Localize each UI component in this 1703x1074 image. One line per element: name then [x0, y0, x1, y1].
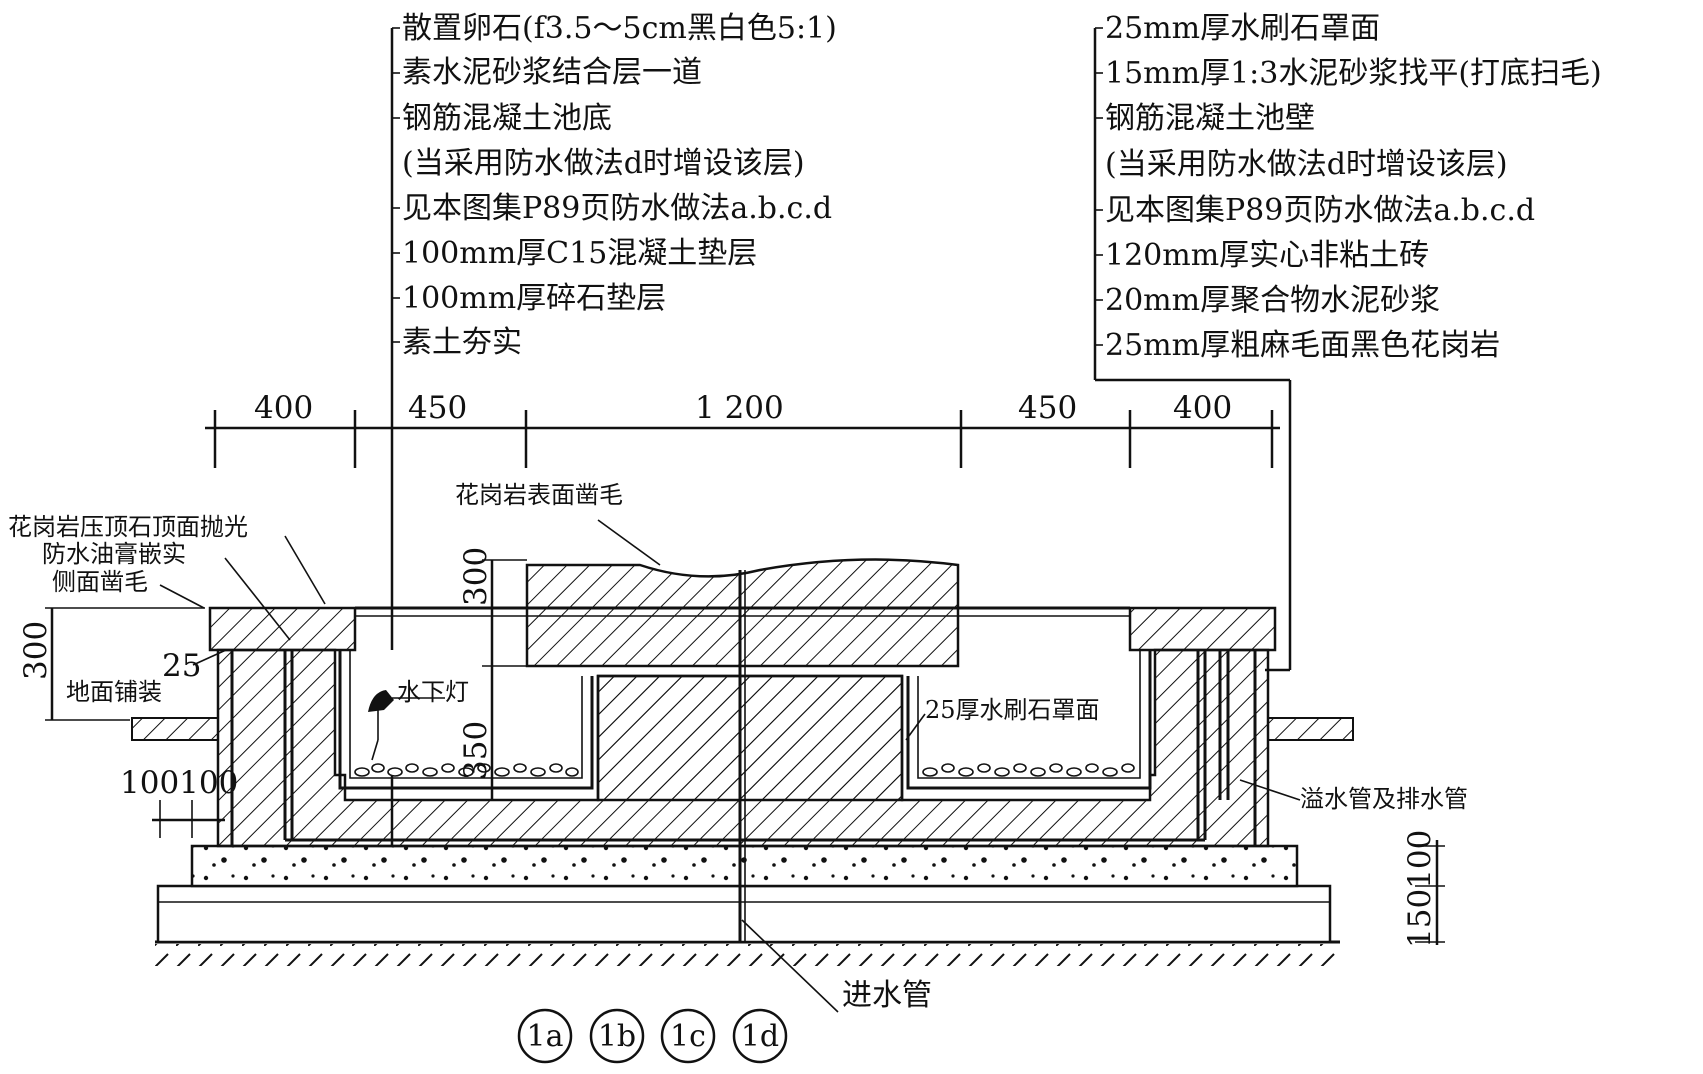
gravel-base-layer — [156, 884, 1332, 944]
dim-base-right: 150100 — [1402, 830, 1438, 948]
overflow-pipe — [1218, 650, 1301, 801]
dim-stone-height: 300 — [458, 547, 494, 606]
left-callout-7: 100mm厚碎石垫层 — [402, 281, 666, 316]
compacted-soil — [155, 940, 1340, 966]
left-small-dimension — [152, 800, 225, 838]
right-callout-list: 25mm厚水刷石罩面 15mm厚1:3水泥砂浆找平(打底扫毛) 钢筋混凝土池壁 … — [1105, 11, 1602, 363]
light-label: 水下灯 — [397, 678, 469, 706]
dim-coping-height: 300 — [18, 621, 54, 680]
detail-tag-1b: 1b — [598, 1019, 636, 1054]
inlet-label: 进水管 — [842, 978, 932, 1013]
callout-ticks — [392, 27, 1103, 346]
right-callout-2: 15mm厚1:3水泥砂浆找平(打底扫毛) — [1105, 56, 1602, 91]
coping-label: 花岗岩压顶石顶面抛光 — [8, 513, 248, 541]
dim-gap: 25 — [162, 648, 201, 684]
paving-label: 地面铺装 — [66, 678, 162, 706]
overflow-label: 溢水管及排水管 — [1300, 785, 1468, 813]
right-callout-leader — [1093, 28, 1292, 672]
dim-4: 450 — [1018, 390, 1077, 426]
granite-surface-label: 花岗岩表面凿毛 — [455, 481, 623, 509]
inlet-leader — [741, 919, 839, 1013]
pool-body — [216, 648, 1270, 848]
top-dimension-line — [205, 410, 1280, 468]
sealant-label: 防水油膏嵌实 — [42, 540, 186, 568]
detail-tag-1a: 1a — [527, 1019, 564, 1054]
side-chisel-label: 侧面凿毛 — [52, 568, 148, 596]
left-callout-list: 散置卵石(f3.5～5cm黑白色5:1) 素水泥砂浆结合层一道 钢筋混凝土池底 … — [402, 11, 837, 360]
right-callout-4: (当采用防水做法d时增设该层) — [1105, 147, 1508, 182]
pebbles-right — [922, 763, 1135, 777]
detail-tags: 1a 1b 1c 1d — [517, 1008, 788, 1064]
detail-tag-1d: 1d — [741, 1019, 779, 1054]
left-callout-4: (当采用防水做法d时增设该层) — [402, 146, 805, 181]
right-base-dimension — [1415, 840, 1445, 945]
terrazzo-label: 25厚水刷石罩面 — [925, 696, 1100, 724]
left-callout-2: 素水泥砂浆结合层一道 — [402, 55, 702, 90]
coping-stone-left — [208, 606, 357, 652]
dim-wall-left: 100100 — [120, 765, 238, 801]
right-callout-1: 25mm厚水刷石罩面 — [1105, 11, 1380, 46]
right-callout-8: 25mm厚粗麻毛面黑色花岗岩 — [1105, 328, 1500, 363]
dim-2: 450 — [408, 390, 467, 426]
detail-tag-1c: 1c — [670, 1019, 706, 1054]
central-granite-stone — [525, 558, 960, 668]
dim-water-depth: 350 — [458, 721, 494, 780]
right-callout-6: 120mm厚实心非粘土砖 — [1105, 238, 1429, 273]
pebbles-left — [354, 763, 579, 777]
detail-tag-1a-circle — [517, 1008, 573, 1064]
ground-paving — [131, 717, 1354, 741]
left-callout-3: 钢筋混凝土池底 — [402, 101, 612, 136]
dim-5: 400 — [1173, 390, 1232, 426]
right-callout-5: 见本图集P89页防水做法a.b.c.d — [1105, 193, 1535, 228]
underwater-light-icon — [368, 690, 394, 761]
detail-tag-1d-circle — [732, 1008, 788, 1064]
stone-height-dimension — [482, 559, 527, 800]
dim-1: 400 — [254, 390, 313, 426]
left-callout-5: 见本图集P89页防水做法a.b.c.d — [402, 191, 832, 226]
detail-tag-1c-circle — [660, 1008, 716, 1064]
detail-tag-1b-circle — [589, 1008, 645, 1064]
left-callout-8: 素土夯实 — [402, 325, 522, 360]
top-dimension-labels: 400 450 1 200 450 400 — [254, 390, 1232, 426]
right-callout-7: 20mm厚聚合物水泥砂浆 — [1105, 283, 1440, 318]
left-height-dimension — [45, 607, 205, 721]
left-callout-1: 散置卵石(f3.5～5cm黑白色5:1) — [402, 11, 837, 46]
left-callout-6: 100mm厚C15混凝土垫层 — [402, 236, 757, 271]
right-callout-3: 钢筋混凝土池壁 — [1105, 101, 1315, 136]
coping-stone-right — [1128, 606, 1277, 652]
dim-3: 1 200 — [695, 390, 784, 426]
